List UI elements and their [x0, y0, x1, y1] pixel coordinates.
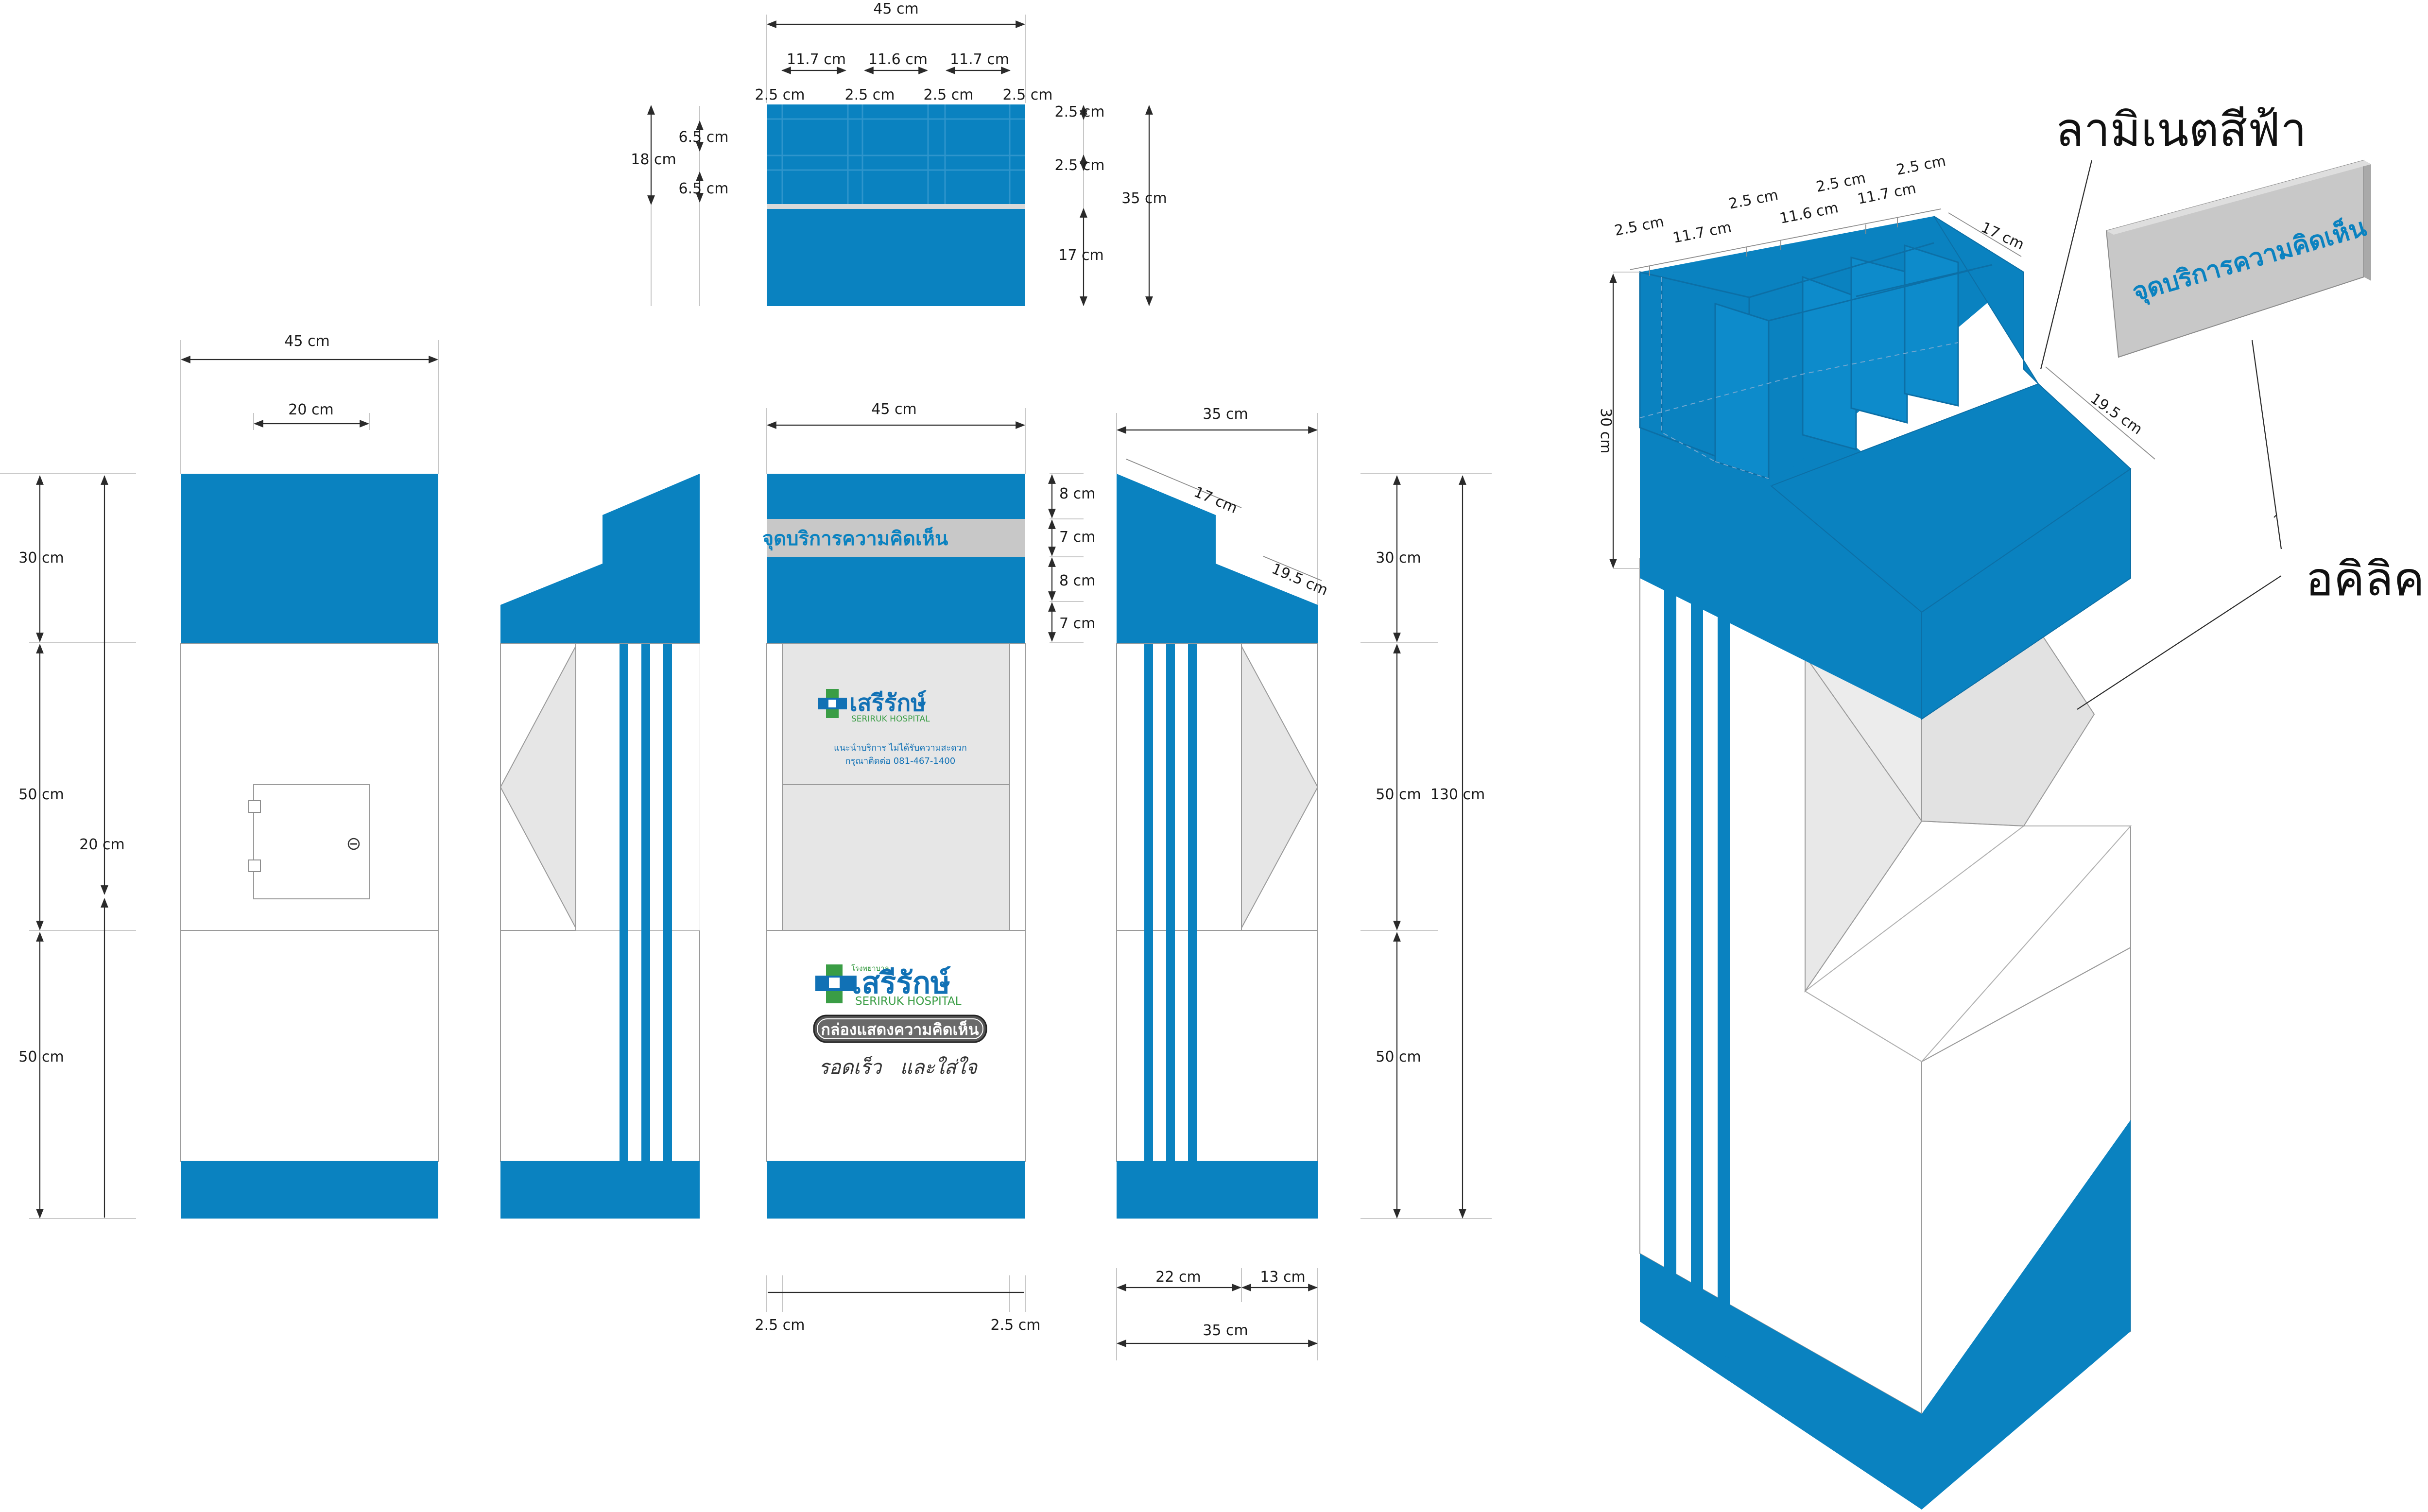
dim-right-130: 130 cm [1430, 786, 1485, 803]
front-note-2: กรุณาติดต่อ 081-467-1400 [845, 756, 956, 766]
right-side-view: 35 cm 17 cm 19.5 cm 22 cm 13 cm 35 cm 30… [1116, 406, 1492, 1360]
dim-side-22: 22 cm [1155, 1269, 1201, 1286]
dim-top-2-5b: 2.5 cm [845, 86, 895, 103]
dim-top-11-6: 11.6 cm [868, 51, 928, 68]
dim-front-7b: 7 cm [1059, 615, 1095, 632]
left-side-stripe-1 [620, 644, 628, 1161]
dim-right-50a: 50 cm [1376, 786, 1421, 803]
dim-top-r-17: 17 cm [1058, 247, 1103, 264]
front-slogan: รอดเร็ว และใส่ใจ [819, 1056, 978, 1079]
front-note-1: แนะนำบริการ ไม่ได้รับความสะดวก [834, 742, 967, 753]
dim-front-bottom-2-5b: 2.5 cm [991, 1317, 1041, 1334]
dim-front-bottom-2-5a: 2.5 cm [755, 1317, 805, 1334]
front-acrylic-window [782, 643, 1010, 931]
dim-side-13: 13 cm [1260, 1269, 1305, 1286]
right-side-head [1117, 474, 1318, 644]
dim-front-7a: 7 cm [1059, 529, 1095, 546]
top-box-lower [767, 209, 1025, 306]
back-view: 45 cm 20 cm 30 cm 50 cm 50 cm 20 cm [0, 333, 439, 1219]
iso-stripe-2 [1691, 597, 1703, 1345]
iso-stripe-3 [1718, 613, 1730, 1358]
iso-bottom-blue [1640, 1120, 2131, 1510]
dim-iso-11-6: 11.6 cm [1778, 199, 1840, 227]
dim-right-50b: 50 cm [1376, 1048, 1421, 1065]
dim-left-50a: 50 cm [18, 786, 64, 803]
laminate-callout: ลามิเนตสีฟ้า [2055, 103, 2307, 157]
front-logo-small-th: เสรีรักษ์ [849, 689, 927, 717]
dim-back-20: 20 cm [288, 401, 333, 418]
dim-top-6-5a: 6.5 cm [679, 129, 729, 146]
top-view: 45 cm 11.7 cm 11.6 cm 11.7 cm 2.5 cm 2.5… [631, 0, 1167, 306]
dim-front-45: 45 cm [871, 401, 916, 418]
dim-side-35: 35 cm [1203, 406, 1248, 423]
dim-top-6-5b: 6.5 cm [679, 180, 729, 197]
dim-back-45: 45 cm [284, 333, 329, 350]
acrylic-callout: อคิลิค [2306, 552, 2425, 606]
dim-top-2-5c: 2.5 cm [924, 86, 974, 103]
dim-iso-2-5a: 2.5 cm [1613, 213, 1666, 240]
dim-iso-30: 30 cm [1597, 408, 1614, 453]
floating-sign: จุดบริการความคิดเห็น [2105, 159, 2371, 358]
dim-top-35: 35 cm [1121, 190, 1167, 207]
front-logo-large-en: SERIRUK HOSPITAL [855, 995, 962, 1008]
iso-stripe-1 [1664, 581, 1676, 1331]
right-side-stripe-1 [1144, 644, 1153, 1161]
dim-top-2-5d: 2.5 cm [1003, 86, 1053, 103]
dim-top-r-2-5a: 2.5 cm [1055, 103, 1105, 120]
front-view: 45 cm จุดบริการความคิดเห็น เสรีรักษ์ SER… [755, 401, 1096, 1334]
isometric-view: 2.5 cm 11.7 cm 2.5 cm 11.6 cm 2.5 cm 11.… [1597, 103, 2425, 1510]
dim-front-8a: 8 cm [1059, 485, 1095, 502]
front-sign-gray [767, 519, 1025, 557]
dim-iso-19-5: 19.5 cm [2087, 390, 2145, 438]
dim-front-8b: 8 cm [1059, 572, 1095, 589]
dim-top-11-7a: 11.7 cm [787, 51, 846, 68]
front-logo-large-small: โรงพยาบาล [851, 964, 889, 973]
dim-left-20: 20 cm [79, 836, 124, 853]
front-logo-small: เสรีรักษ์ SERIRUK HOSPITAL [818, 689, 930, 724]
right-side-stripe-3 [1188, 644, 1197, 1161]
dim-iso-11-7a: 11.7 cm [1671, 219, 1733, 247]
back-top-blue [181, 474, 438, 644]
left-side-bottom-blue [500, 1161, 700, 1219]
dim-top-2-5a: 2.5 cm [755, 86, 805, 103]
left-side-stripe-3 [663, 644, 672, 1161]
dim-left-30: 30 cm [18, 550, 64, 567]
dim-side-bottom-35: 35 cm [1203, 1322, 1248, 1339]
dim-iso-2-5b: 2.5 cm [1727, 187, 1780, 213]
dim-right-30: 30 cm [1376, 550, 1421, 567]
iso-compartments [1639, 242, 1993, 480]
top-box-upper [767, 104, 1025, 204]
dim-top-11-7b: 11.7 cm [950, 51, 1009, 68]
front-pill-text: กล่องแสดงความคิดเห็น [821, 1020, 979, 1039]
iso-head-side [1921, 468, 2131, 720]
dim-left-50b: 50 cm [18, 1048, 64, 1065]
dim-top-r-2-5b: 2.5 cm [1055, 157, 1105, 174]
front-logo-small-en: SERIRUK HOSPITAL [851, 714, 930, 724]
dim-iso-2-5d: 2.5 cm [1895, 153, 1947, 179]
dim-top-45: 45 cm [873, 0, 918, 17]
right-side-stripe-2 [1166, 644, 1175, 1161]
front-logo-large-th: เสรีรักษ์ [851, 965, 951, 1000]
left-side-stripe-2 [641, 644, 650, 1161]
dim-top-18: 18 cm [631, 151, 676, 168]
left-side-view [499, 474, 700, 1219]
front-logo-large: โรงพยาบาล เสรีรักษ์ SERIRUK HOSPITAL [815, 964, 962, 1008]
back-bottom-blue [181, 1161, 438, 1219]
left-side-head [500, 474, 700, 644]
front-sign-text: จุดบริการความคิดเห็น [762, 526, 948, 551]
